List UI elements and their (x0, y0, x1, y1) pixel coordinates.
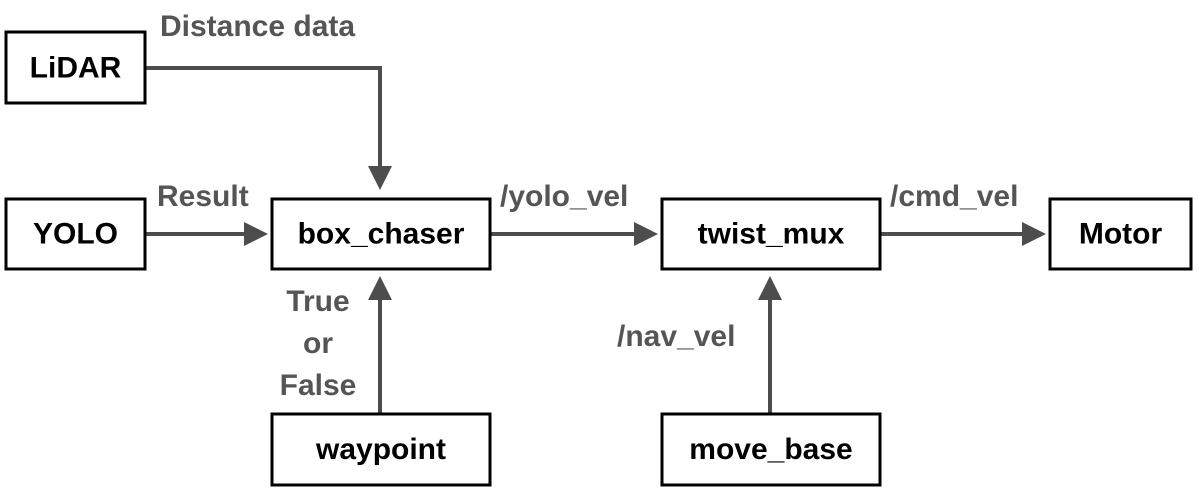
edge-label-nav-vel: /nav_vel (617, 320, 735, 353)
node-lidar-label: LiDAR (30, 52, 122, 85)
node-yolo-label: YOLO (33, 218, 118, 251)
node-twist-mux: twist_mux (660, 197, 882, 271)
node-move-base: move_base (660, 412, 882, 487)
edge-label-cmd-vel: /cmd_vel (890, 180, 1018, 213)
node-move-base-label: move_base (689, 433, 852, 466)
node-waypoint-label: waypoint (315, 433, 446, 466)
node-box-chaser: box_chaser (270, 197, 492, 271)
edge-label-distance-data: Distance data (160, 10, 355, 43)
edge-label-result: Result (157, 180, 249, 213)
node-yolo: YOLO (4, 197, 147, 271)
node-motor: Motor (1048, 197, 1193, 271)
edge-lidar-to-box-chaser (145, 66, 392, 190)
node-motor-label: Motor (1079, 218, 1163, 251)
node-lidar: LiDAR (4, 30, 147, 105)
edge-label-true: True (286, 285, 349, 318)
edge-label-yolo-vel: /yolo_vel (500, 180, 628, 213)
node-twist-mux-label: twist_mux (698, 218, 845, 251)
node-box-chaser-label: box_chaser (298, 218, 465, 251)
node-waypoint: waypoint (270, 412, 492, 487)
edge-label-or: or (303, 327, 333, 360)
edge-label-false: False (280, 369, 357, 402)
